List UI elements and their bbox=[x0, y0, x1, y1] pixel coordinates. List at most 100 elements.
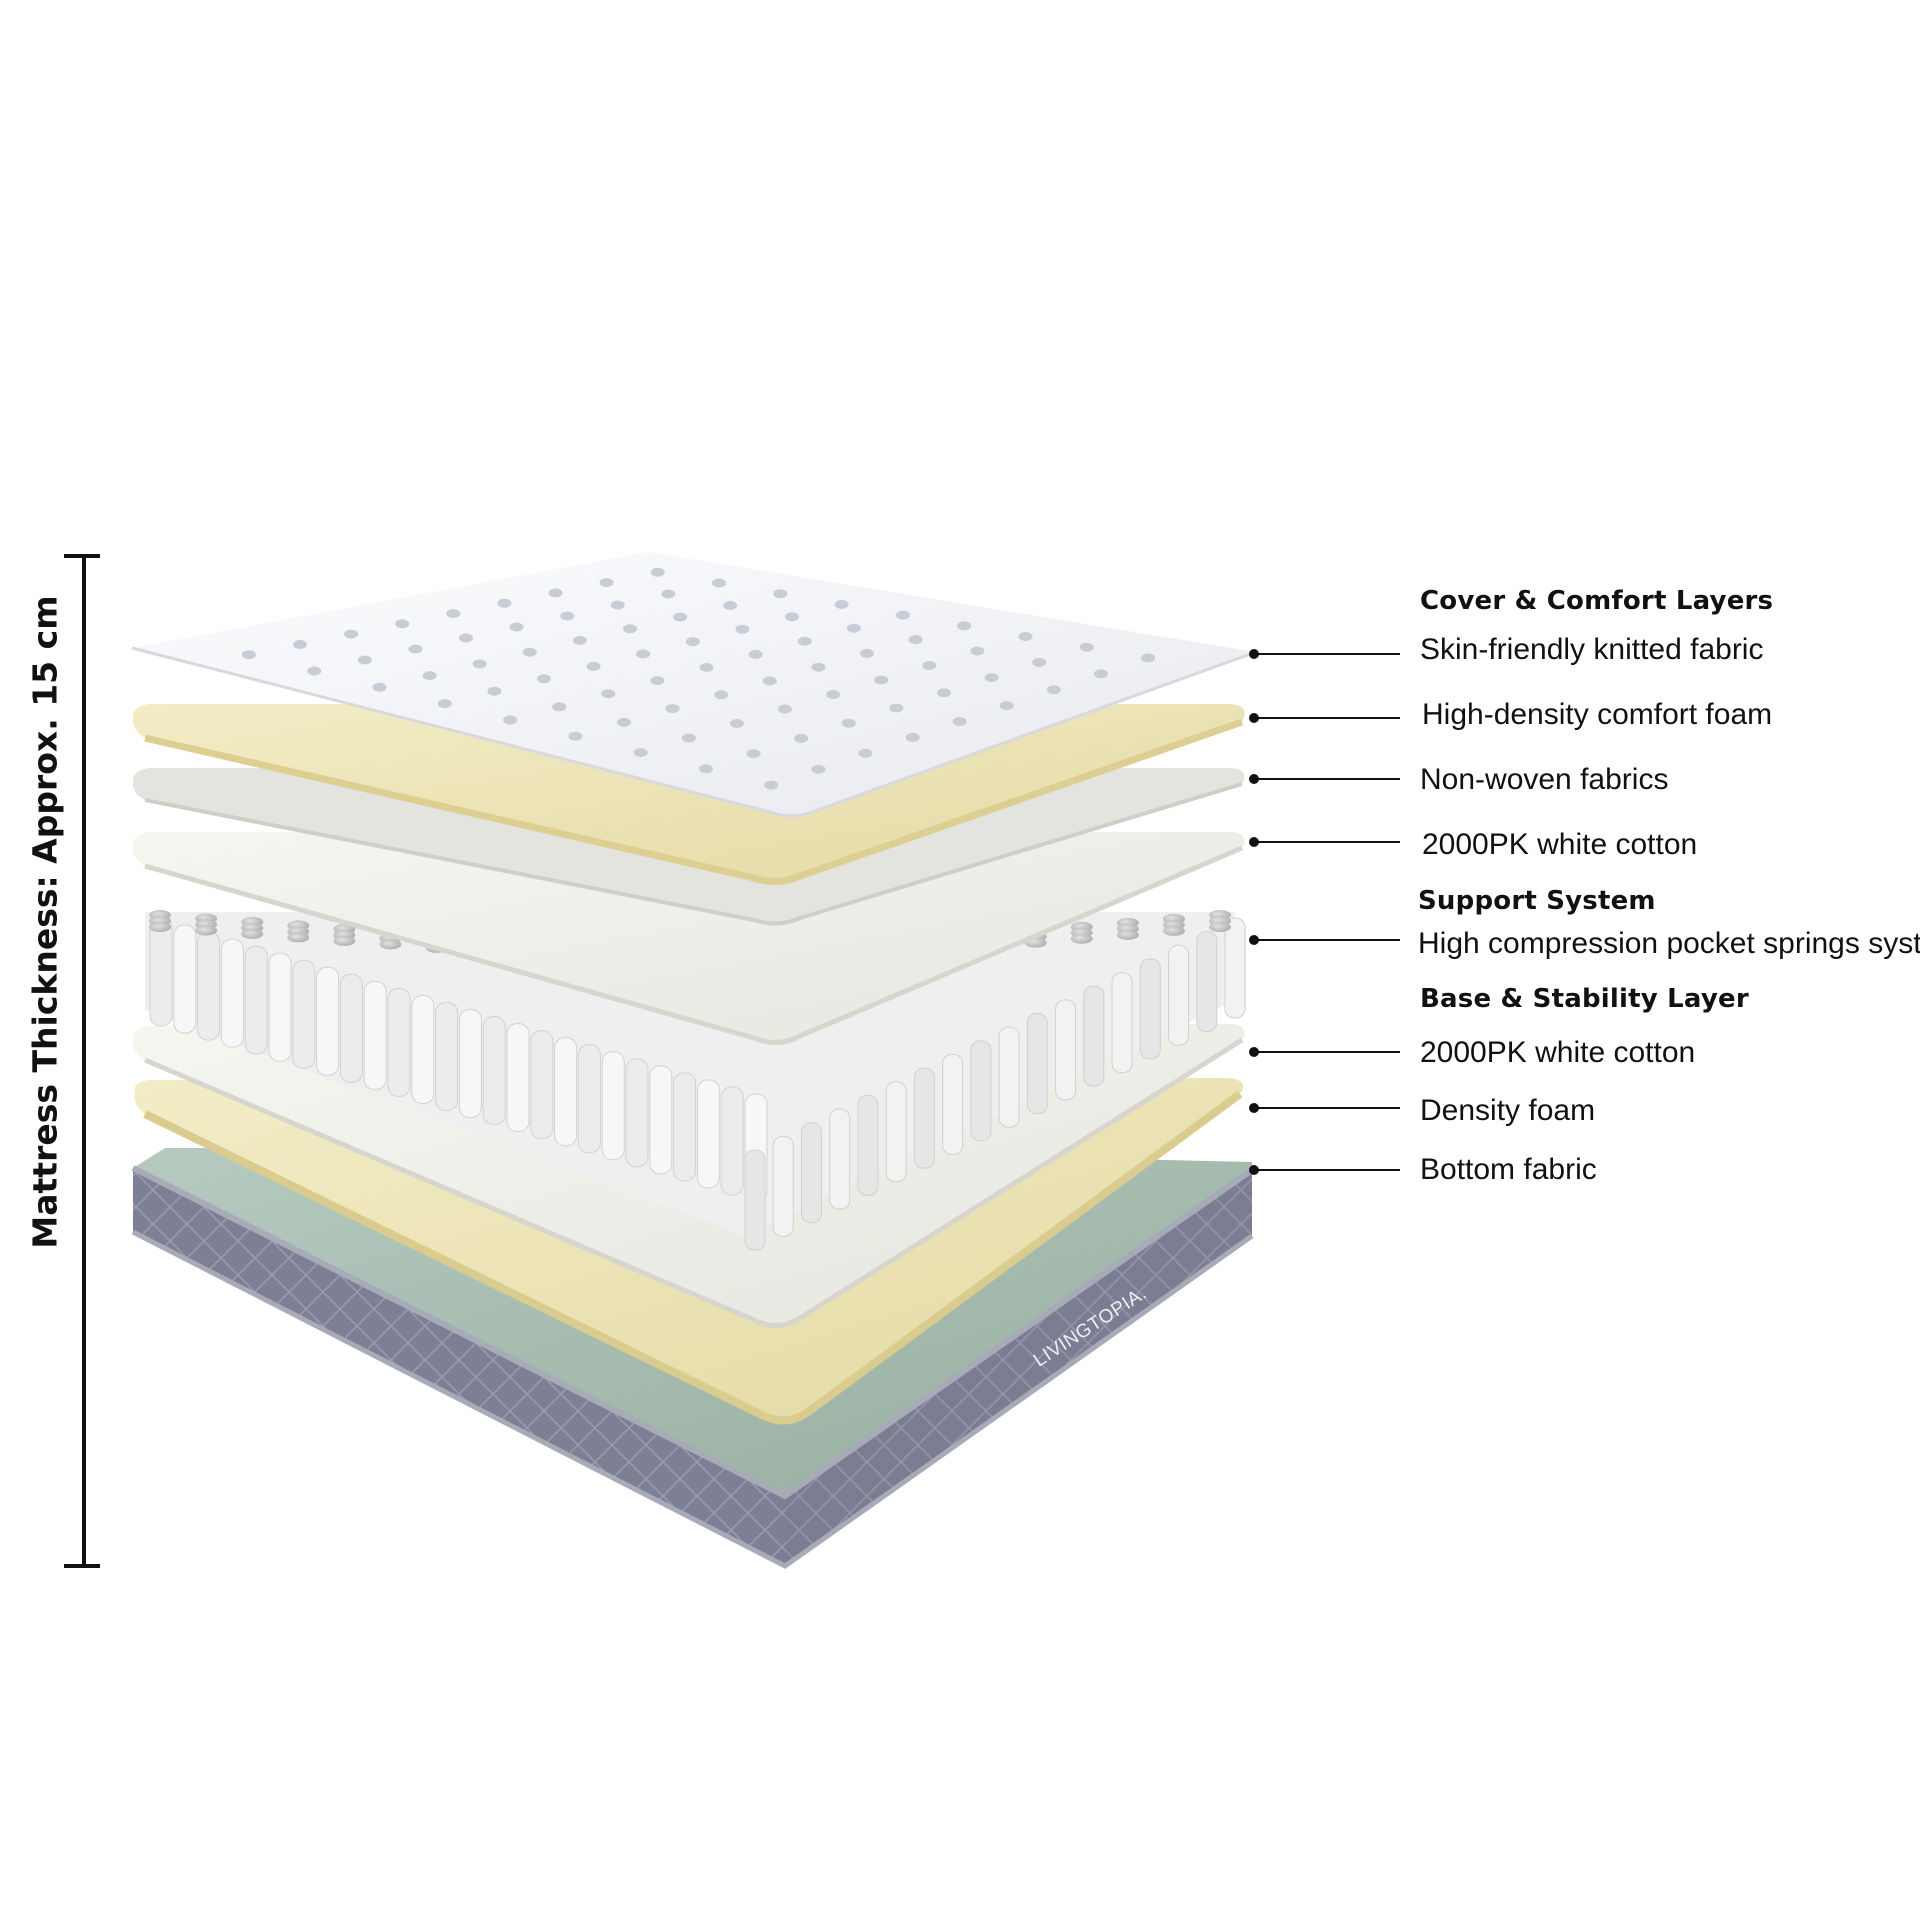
tufting-button bbox=[617, 717, 631, 727]
spring-coil bbox=[363, 980, 387, 1090]
spring-coil bbox=[435, 1001, 459, 1111]
spring-coil bbox=[339, 973, 363, 1083]
spring-coil bbox=[506, 1023, 530, 1133]
tufting-button bbox=[858, 748, 873, 758]
tufting-button bbox=[699, 663, 714, 672]
layer-label-pocket-springs: High compression pocket springs system bbox=[1418, 927, 1920, 960]
tufting-button bbox=[797, 636, 812, 646]
spring-coil-top bbox=[195, 925, 218, 936]
spring-coil bbox=[1139, 958, 1161, 1060]
tufting-button bbox=[395, 619, 410, 629]
tufting-button bbox=[712, 578, 726, 588]
section-heading-base-stability: Base & Stability Layer bbox=[1420, 984, 1749, 1014]
tufting-button bbox=[552, 702, 567, 712]
section-heading-cover-comfort: Cover & Comfort Layers bbox=[1420, 586, 1774, 616]
tufting-button bbox=[610, 600, 625, 610]
leader-dot bbox=[1249, 713, 1259, 723]
spring-coil-top bbox=[379, 939, 402, 950]
layer-label-white-cotton-lower: 2000PK white cotton bbox=[1420, 1036, 1696, 1069]
leader-lines bbox=[1249, 649, 1400, 1175]
tufting-button bbox=[437, 699, 452, 709]
spring-coil-top bbox=[241, 928, 264, 939]
spring-coil bbox=[149, 917, 173, 1027]
tufting-button bbox=[773, 589, 788, 599]
tufting-button bbox=[1032, 657, 1047, 667]
spring-coil bbox=[913, 1067, 935, 1169]
spring-coil bbox=[942, 1053, 964, 1155]
spring-coil bbox=[411, 994, 435, 1104]
tufting-button bbox=[503, 715, 518, 725]
tufting-button bbox=[922, 661, 937, 670]
tufting-button bbox=[826, 690, 841, 699]
tufting-button bbox=[937, 688, 951, 698]
layer-label-non-woven: Non-woven fabrics bbox=[1420, 763, 1669, 796]
tufting-button bbox=[650, 567, 665, 577]
tufting-button bbox=[509, 622, 524, 632]
tufting-button bbox=[487, 686, 502, 696]
tufting-button bbox=[446, 609, 461, 618]
tufting-button bbox=[778, 704, 792, 714]
tufting-button bbox=[714, 690, 729, 700]
tufting-button bbox=[748, 649, 763, 659]
layer-quilted-cover bbox=[131, 552, 1257, 818]
spring-coil bbox=[292, 959, 316, 1069]
tufting-button bbox=[633, 748, 648, 757]
tufting-button bbox=[723, 600, 738, 610]
tufting-button bbox=[889, 703, 904, 713]
tufting-button bbox=[1046, 685, 1061, 695]
tufting-button bbox=[895, 610, 910, 620]
tufting-button bbox=[735, 624, 750, 634]
spring-coil bbox=[772, 1135, 794, 1237]
tufting-button bbox=[874, 675, 889, 685]
tufting-button bbox=[811, 764, 826, 774]
tufting-button bbox=[905, 732, 920, 742]
leader-dot bbox=[1249, 1165, 1259, 1175]
tufting-button bbox=[681, 733, 696, 743]
thickness-label: Mattress Thickness: Approx. 15 cm bbox=[25, 595, 65, 1249]
layer-label-white-cotton-upper: 2000PK white cotton bbox=[1422, 828, 1698, 861]
spring-coil bbox=[173, 924, 197, 1034]
spring-coil bbox=[720, 1086, 744, 1196]
spring-coil bbox=[998, 1026, 1020, 1128]
spring-coil bbox=[744, 1149, 766, 1251]
tufting-button bbox=[1018, 632, 1033, 641]
tufting-button bbox=[650, 676, 665, 686]
tufting-button bbox=[729, 719, 744, 728]
leader-dot bbox=[1249, 774, 1259, 784]
spring-coil bbox=[1083, 985, 1105, 1087]
thickness-measure-bar bbox=[64, 554, 100, 1568]
tufting-button bbox=[860, 648, 874, 658]
spring-coil-top bbox=[1116, 929, 1139, 940]
tufting-button bbox=[408, 644, 423, 654]
leader-dot bbox=[1249, 837, 1259, 847]
layer-label-bottom-fabric: Bottom fabric bbox=[1420, 1153, 1597, 1186]
spring-coil bbox=[696, 1079, 720, 1189]
tufting-button bbox=[746, 749, 761, 759]
spring-coil bbox=[800, 1122, 822, 1224]
tufting-button bbox=[984, 673, 999, 683]
tufting-button bbox=[685, 637, 700, 647]
tufting-button bbox=[764, 780, 779, 790]
spring-coil-top bbox=[149, 922, 171, 932]
tufting-button bbox=[1141, 653, 1156, 663]
spring-coil bbox=[316, 966, 340, 1076]
tufting-button bbox=[908, 635, 923, 645]
tufting-button bbox=[636, 649, 651, 659]
spring-coil-top bbox=[333, 935, 356, 946]
tufting-button bbox=[522, 647, 537, 657]
leader-dot bbox=[1249, 1047, 1259, 1057]
tufting-button bbox=[794, 733, 809, 743]
tufting-button bbox=[957, 621, 972, 631]
tufting-button bbox=[497, 598, 512, 608]
tufting-button bbox=[572, 636, 587, 645]
tufting-button bbox=[601, 689, 616, 699]
tufting-button bbox=[472, 659, 487, 669]
spring-coil bbox=[1168, 944, 1190, 1046]
spring-coil-top bbox=[1070, 933, 1093, 944]
spring-coil bbox=[244, 945, 268, 1055]
layer-label-density-foam: Density foam bbox=[1420, 1094, 1596, 1127]
spring-coil bbox=[625, 1058, 649, 1168]
tufting-button bbox=[970, 646, 985, 656]
tufting-button bbox=[952, 717, 967, 726]
tufting-button bbox=[344, 629, 359, 639]
